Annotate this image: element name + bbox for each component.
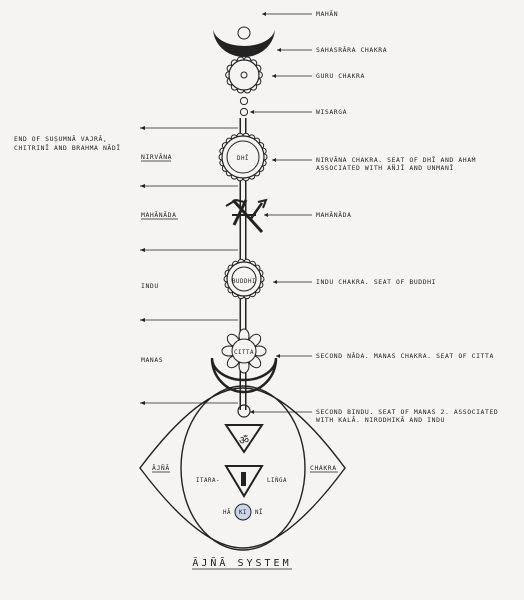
linga-triangle <box>224 465 264 498</box>
nirvana-left-label: NIRVĀNA <box>141 152 172 161</box>
ajna-eye-label: ĀJÑĀ <box>152 463 170 472</box>
manas-chakra-label: SECOND NĀDA. MANAS CHAKRA. SEAT OF CITTA <box>316 351 494 360</box>
right-arrowheads <box>250 12 281 414</box>
right-pointers <box>250 13 312 413</box>
indu-chakra-label: INDU CHAKRA. SEAT OF BUDDHI <box>316 278 436 286</box>
ki-label: KI <box>239 510 247 516</box>
dhi-label: DHĪ <box>237 155 249 162</box>
guru-label: GURU CHAKRA <box>316 72 365 80</box>
nirvana-chakra <box>218 132 268 182</box>
om-triangle: ॐ <box>224 424 264 454</box>
buddhi-label: BUDDHI <box>232 279 256 285</box>
manas-left-label: MANAS <box>141 356 163 364</box>
left-arrowheads <box>140 126 145 405</box>
mahan-label: MAHĀN <box>316 9 338 18</box>
guru-chakra <box>225 56 263 94</box>
nirvana-chakra-label: NIRVĀNA CHAKRA. SEAT OF DHĪ AND AHAṀ <box>316 155 476 164</box>
mahanada-left-label: MAHĀNĀDA <box>141 210 177 219</box>
diagram-title: ĀJÑĀ SYSTEM <box>192 556 291 569</box>
wisarga-label: WISARGA <box>316 108 347 116</box>
second-bindu-label: SECOND BINDU. SEAT OF MANAS 2. ASSOCIATE… <box>316 408 498 416</box>
citta-label: CITTA <box>234 350 254 356</box>
end-of-susumna-label-2: CHITRINĪ AND BRAHMA NĀDĪ <box>14 143 121 152</box>
indu-left-label: INDU <box>141 282 159 290</box>
mahanada-symbol <box>225 198 268 234</box>
ni-label: NĪ <box>255 509 263 516</box>
itara-label: ITARA- <box>196 478 220 484</box>
mahanada-right-label: MAHĀNĀDA <box>316 210 352 219</box>
nirvana-chakra-label-2: ASSOCIATED WITH AÑJĪ AND UNMANĪ <box>316 163 454 172</box>
manas-chakra <box>210 328 278 394</box>
indu-chakra <box>223 258 265 300</box>
chakra-eye-label: CHAKRA <box>310 464 337 472</box>
end-of-susumna-label: END OF SUṢUMNĀ VAJRĀ, <box>14 134 107 143</box>
ha-label: HĀ <box>223 509 231 516</box>
bindu-dot <box>239 96 249 106</box>
sahasrara-label: SAHASRĀRA CHAKRA <box>316 45 387 54</box>
om-symbol: ॐ <box>239 434 249 447</box>
hakini-circle <box>234 503 252 521</box>
bindu-dot <box>239 107 249 117</box>
second-bindu-label-2: WITH KALĀ. NIRODHIKĀ AND INDU <box>316 415 445 424</box>
mahan-crescent <box>213 26 275 57</box>
left-pointers <box>140 127 238 404</box>
ajna-eye <box>139 385 346 551</box>
second-bindu <box>237 404 251 418</box>
linga-label: LIṄGA <box>267 477 287 484</box>
